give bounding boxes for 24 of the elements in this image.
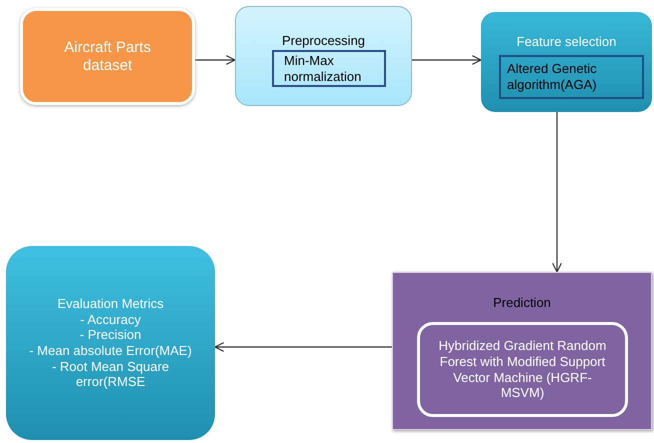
method-box [499, 55, 644, 99]
process-box [235, 6, 412, 106]
arrow [214, 342, 392, 352]
node-title: Feature selection [516, 34, 616, 50]
node-title: Preprocessing [282, 33, 366, 49]
process-box [6, 246, 215, 440]
process-box [20, 8, 195, 105]
arrow [195, 54, 236, 66]
node-title: Prediction [493, 295, 551, 311]
list-item: - Precision [80, 327, 142, 343]
node-label: Hybridized Gradient Random Forest with Modified Support Vector Machine (HGRF-MSVM) [438, 338, 608, 401]
node-label: Min-Max normalization [284, 52, 362, 84]
method-box [272, 50, 386, 87]
node-label: Altered Genetic algorithm(AGA) [507, 61, 598, 93]
node-label: Aircraft Parts dataset [63, 38, 152, 74]
list-item: - Accuracy [80, 312, 141, 328]
process-box [392, 272, 652, 430]
arrow [412, 54, 482, 66]
arrow [552, 112, 562, 273]
process-box [481, 12, 652, 112]
node-title: Evaluation Metrics [57, 296, 164, 312]
method-box [417, 322, 628, 417]
list-item: - Mean absolute Error(MAE) [29, 343, 192, 359]
list-item: - Root Mean Square error(RMSE [50, 358, 170, 390]
